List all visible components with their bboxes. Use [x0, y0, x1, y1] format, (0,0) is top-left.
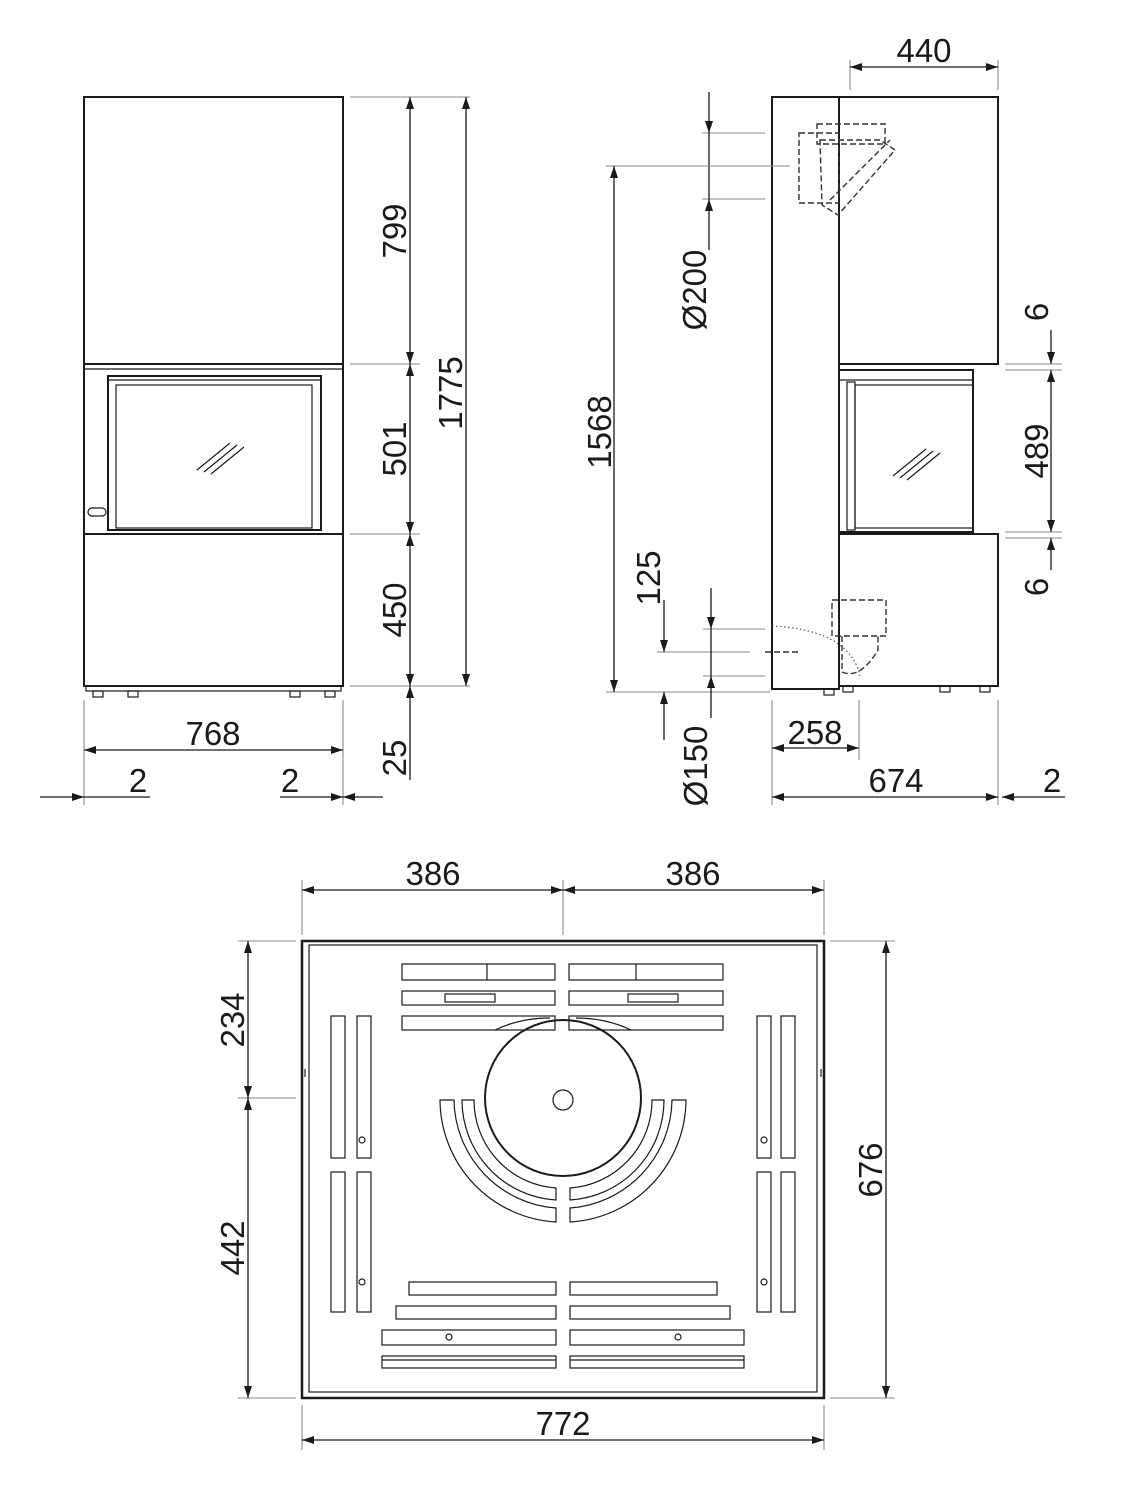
front-left-offset-label: 2 [129, 762, 147, 799]
side-glass [854, 384, 974, 529]
front-view: 768 2 2 799 501 450 25 1775 [40, 96, 470, 805]
back-offset-label: 2 [1043, 762, 1061, 799]
center-hole [552, 1089, 574, 1111]
top-section-height-label: 799 [376, 203, 413, 258]
side-rear-column [771, 96, 840, 690]
front-base [83, 533, 344, 687]
top-half-width-left-label: 386 [405, 855, 460, 892]
rear-flue-center-label: 258 [787, 714, 842, 751]
side-view: 440 Ø200 1568 6 489 6 125 Ø150 [581, 32, 1065, 806]
top-gap-label: 6 [1018, 303, 1055, 321]
total-height-label: 1775 [432, 356, 469, 429]
front-right-offset-label: 2 [281, 762, 299, 799]
side-glass-reflection-mark [892, 448, 927, 477]
front-feet [85, 685, 342, 698]
top-total-depth-label: 676 [852, 1142, 889, 1197]
firebox-arc-segments [439, 1099, 687, 1223]
top-half-width-right-label: 386 [665, 855, 720, 892]
side-base [838, 533, 999, 687]
rear-bars [381, 1281, 745, 1369]
side-total-depth-label: 674 [868, 762, 923, 799]
flue-height-label: 1568 [581, 395, 618, 468]
rear-flue-diameter-label: Ø150 [677, 726, 714, 807]
top-view: 386 386 772 234 442 676 [214, 855, 895, 1450]
base-section-height-label: 450 [376, 582, 413, 637]
top-total-width-label: 772 [535, 1405, 590, 1442]
front-fire-section [83, 363, 344, 535]
top-flue-diameter-label: Ø200 [676, 250, 713, 331]
top-flue-outlet [798, 123, 897, 216]
right-side-bars [756, 1015, 796, 1313]
rear-flue-height-label: 125 [630, 550, 667, 605]
side-fire-section [838, 369, 974, 533]
rear-flue-outlet [765, 599, 887, 677]
front-glass [115, 384, 313, 529]
side-depth-label: 440 [896, 32, 951, 69]
left-side-bars [330, 1015, 372, 1313]
front-top-panel [83, 96, 344, 365]
side-feet [823, 685, 991, 696]
top-front-depth-label: 234 [214, 992, 251, 1047]
glass-reflection-mark [196, 442, 231, 471]
front-width-label: 768 [185, 715, 240, 752]
top-rear-depth-label: 442 [214, 1220, 251, 1275]
combustion-chamber-circle [484, 1019, 642, 1177]
front-glass-frame [107, 375, 322, 531]
fire-section-height-label: 501 [376, 421, 413, 476]
top-outer-plate [300, 939, 826, 1400]
glass-height-label: 489 [1018, 423, 1055, 478]
front-bars [401, 963, 724, 1031]
feet-height-label: 25 [376, 740, 413, 777]
bottom-gap-label: 6 [1018, 578, 1055, 596]
side-top-panel [838, 96, 999, 365]
door-handle-icon [87, 507, 107, 517]
